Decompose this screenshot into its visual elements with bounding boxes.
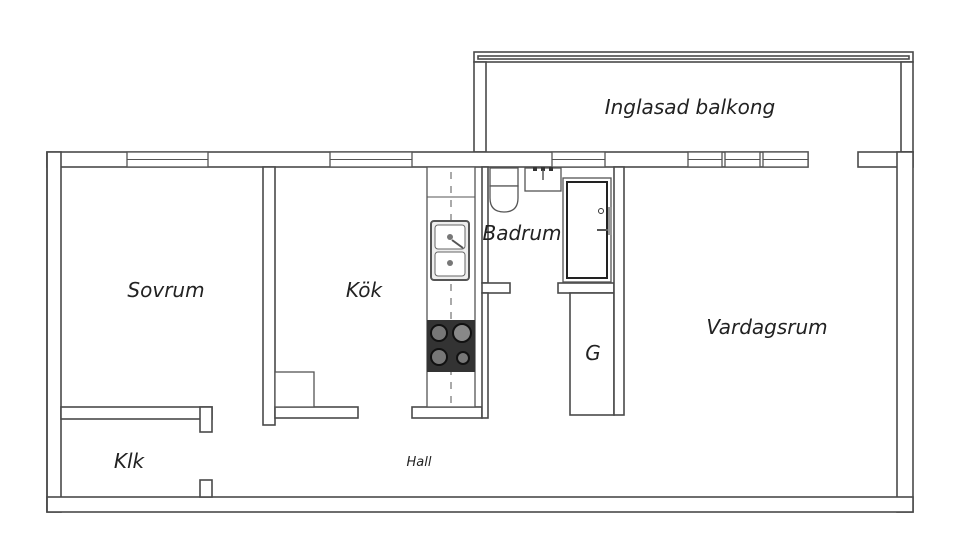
label-bathroom: Badrum bbox=[482, 221, 561, 245]
kitchen-sink-icon bbox=[430, 220, 470, 281]
label-kitchen: Kök bbox=[346, 278, 384, 302]
balcony bbox=[473, 51, 914, 153]
label-living-room: Vardagsrum bbox=[706, 315, 827, 339]
outer-walls bbox=[46, 151, 914, 513]
bathroom-sink-icon bbox=[524, 167, 562, 192]
stove-icon bbox=[427, 320, 475, 372]
kitchen-counter bbox=[426, 166, 476, 408]
label-balcony: Inglasad balkong bbox=[605, 95, 776, 119]
interior-walls bbox=[60, 166, 625, 498]
label-hall: Hall bbox=[407, 455, 432, 470]
windows bbox=[126, 151, 809, 168]
label-bedroom: Sovrum bbox=[127, 278, 204, 302]
label-storage: G bbox=[585, 341, 601, 365]
toilet-icon bbox=[489, 167, 519, 213]
shower-icon bbox=[562, 177, 612, 283]
label-closet: Klk bbox=[114, 449, 146, 473]
wardrobe bbox=[274, 371, 315, 408]
